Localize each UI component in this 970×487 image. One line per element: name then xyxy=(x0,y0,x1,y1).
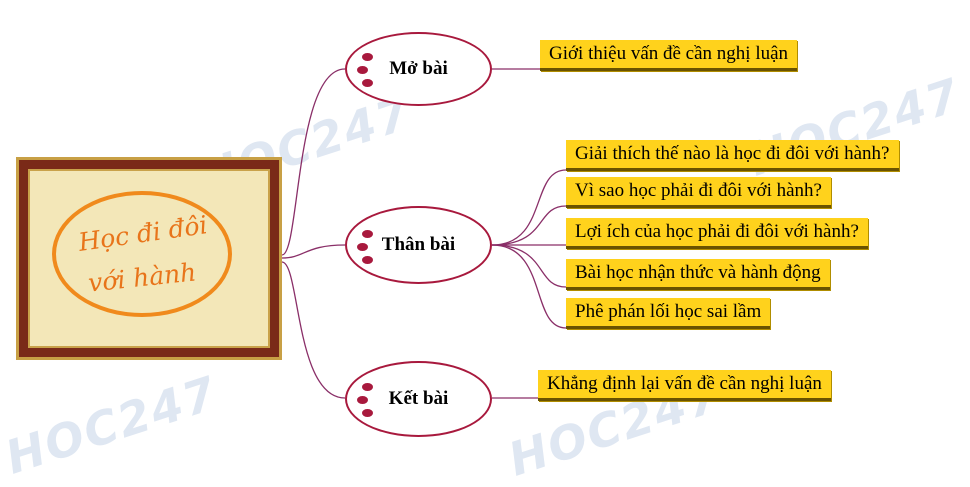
framed-picture: Học đi đôi với hành xyxy=(16,157,282,360)
connector-root-mo-bai xyxy=(281,68,346,256)
connector-than-bai-trunk xyxy=(491,169,567,246)
node-bullet-dot xyxy=(362,409,373,417)
node-bullet-dot xyxy=(362,230,373,238)
connector-than-bai-leaf-4 xyxy=(491,244,567,288)
picture-mat: Học đi đôi với hành xyxy=(28,169,270,348)
leaf-giai-thich: Giải thích thế nào là học đi đôi với hàn… xyxy=(566,140,899,171)
leaf-bai-hoc: Bài học nhận thức và hành động xyxy=(566,259,830,290)
node-bullet-dot xyxy=(362,383,373,391)
leaf-vi-sao: Vì sao học phải đi đôi với hành? xyxy=(566,177,831,208)
mind-map: HOC247 HOC247 HOC247 HOC247 Học đi đôi v… xyxy=(0,32,967,487)
connector-than-bai-leaf-2 xyxy=(491,205,567,246)
node-than-bai: Thân bài xyxy=(345,206,492,284)
node-bullet-dot xyxy=(362,53,373,61)
leaf-khang-dinh: Khẳng định lại vấn đề cần nghị luận xyxy=(538,370,831,401)
picture-oval xyxy=(52,191,232,317)
node-bullet-dot xyxy=(362,79,373,87)
node-bullet-dot xyxy=(357,396,368,404)
connector-root-ket-bai xyxy=(281,261,346,399)
connector-lines xyxy=(281,68,567,399)
node-ket-bai: Kết bài xyxy=(345,361,492,437)
connector-root-than-bai xyxy=(281,244,346,259)
node-mo-bai: Mở bài xyxy=(345,32,492,106)
node-mo-bai-label: Mở bài xyxy=(389,58,448,79)
node-ket-bai-label: Kết bài xyxy=(388,388,449,409)
node-bullet-dot xyxy=(357,243,368,251)
node-bullet-dot xyxy=(357,66,368,74)
leaf-gioi-thieu: Giới thiệu vấn đề cần nghị luận xyxy=(540,40,798,71)
node-than-bai-label: Thân bài xyxy=(381,234,456,255)
connector-than-bai-leaf-5 xyxy=(491,244,567,329)
leaf-loi-ich: Lợi ích của học phải đi đôi với hành? xyxy=(566,218,868,249)
leaf-phe-phan: Phê phán lối học sai lầm xyxy=(566,298,771,329)
node-bullet-dot xyxy=(362,256,373,264)
